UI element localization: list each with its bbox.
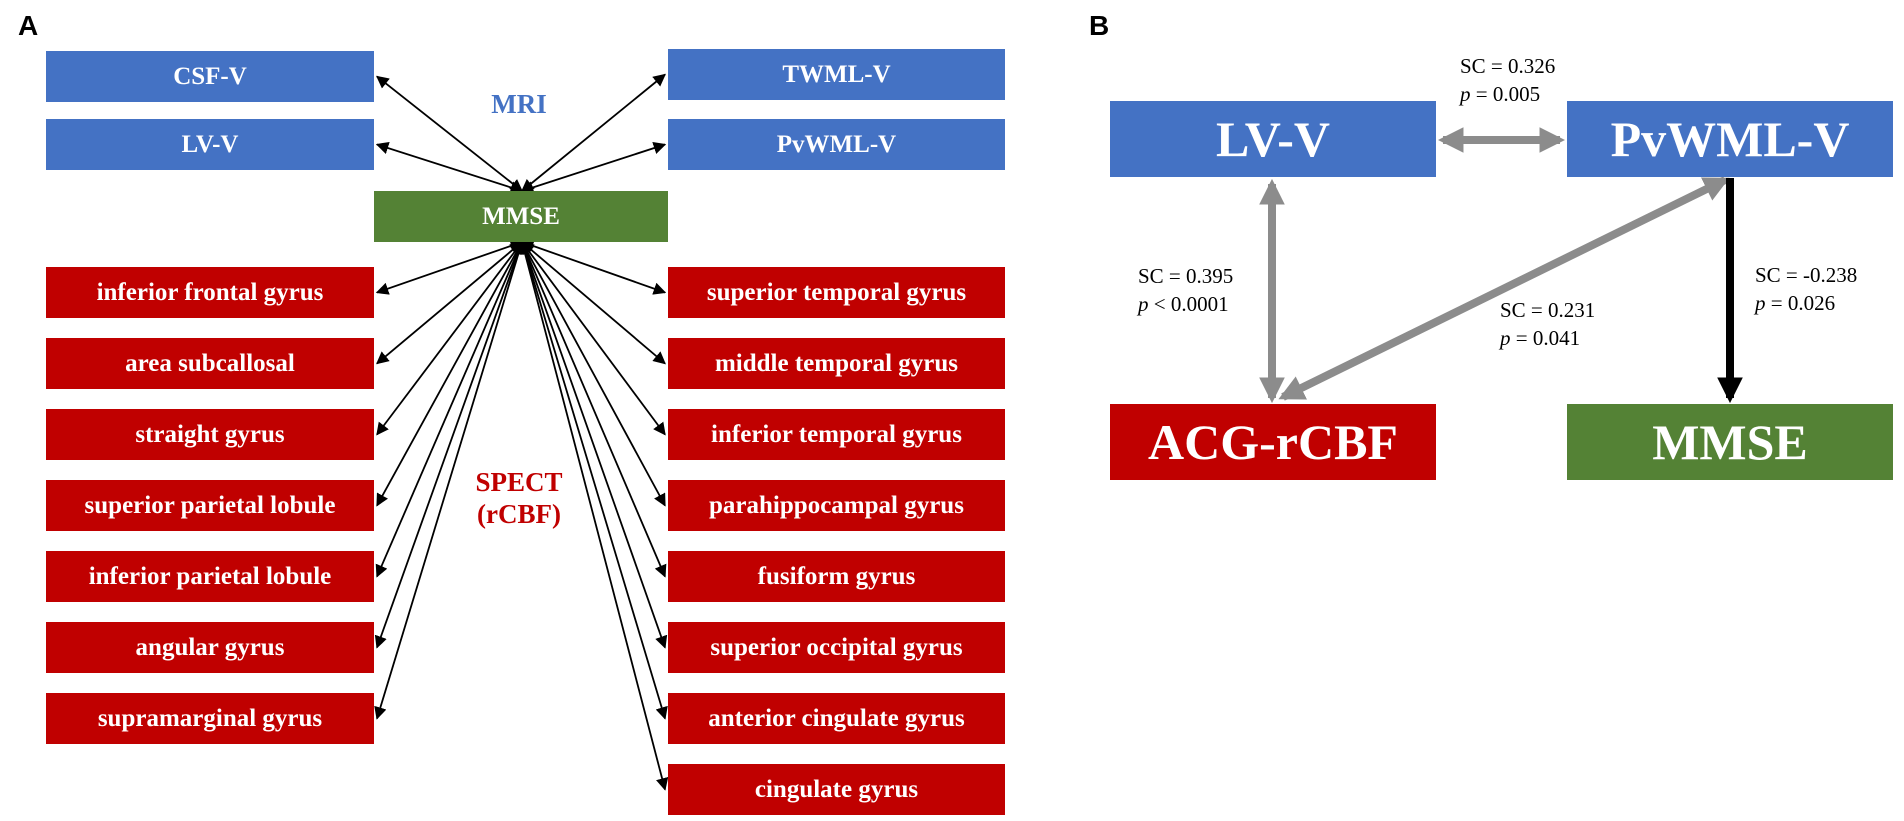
mmse-center-box: MMSE [374, 191, 668, 242]
node-acg-rcbf: ACG-rCBF [1110, 404, 1436, 480]
spect-group-label: SPECT (rCBF) [449, 466, 589, 530]
spect-box-right: inferior temporal gyrus [668, 409, 1005, 460]
stat-pvwml-mmse: SC = -0.238 p = 0.026 [1755, 261, 1857, 317]
arrow-spect [374, 240, 525, 720]
spect-label-line2: (rCBF) [477, 499, 561, 529]
spect-box-right: middle temporal gyrus [668, 338, 1005, 389]
p-value: p = 0.041 [1500, 326, 1581, 350]
spect-label-line1: SPECT [475, 467, 563, 497]
spect-box-right: parahippocampal gyrus [668, 480, 1005, 531]
panel-b-letter: B [1089, 10, 1110, 41]
spect-box-left: area subcallosal [46, 338, 374, 389]
spect-box-right: cingulate gyrus [668, 764, 1005, 815]
sc-value: SC = 0.231 [1500, 298, 1596, 322]
stat-lvv-pvwml: SC = 0.326 p = 0.005 [1460, 52, 1555, 108]
sc-value: SC = 0.395 [1138, 264, 1234, 288]
spect-box-left: angular gyrus [46, 622, 374, 673]
stat-pvwml-acg: SC = 0.231 p = 0.041 [1500, 296, 1595, 352]
mri-box-csf-v: CSF-V [46, 51, 374, 102]
mri-group-label: MRI [491, 89, 547, 119]
mri-box-lv-v: LV-V [46, 119, 374, 170]
arrow-spect [518, 240, 669, 791]
stat-lvv-acg: SC = 0.395 p < 0.0001 [1138, 262, 1233, 318]
spect-box-left: straight gyrus [46, 409, 374, 460]
spect-box-left: inferior parietal lobule [46, 551, 374, 602]
node-pvwml-v: PvWML-V [1567, 101, 1893, 177]
spect-box-right: superior occipital gyrus [668, 622, 1005, 673]
spect-box-right: fusiform gyrus [668, 551, 1005, 602]
spect-box-left: superior parietal lobule [46, 480, 374, 531]
p-value: p < 0.0001 [1138, 292, 1229, 316]
spect-box-left: inferior frontal gyrus [46, 267, 374, 318]
arrow-pvwml-acg [1278, 176, 1730, 401]
mri-box-twml-v: TWML-V [668, 49, 1005, 100]
mri-box-pvwml-v: PvWML-V [668, 119, 1005, 170]
node-lv-v: LV-V [1110, 101, 1436, 177]
arrow-mri [520, 142, 667, 194]
p-value: p = 0.005 [1460, 82, 1541, 106]
sc-value: SC = 0.326 [1460, 54, 1556, 78]
spect-box-right: anterior cingulate gyrus [668, 693, 1005, 744]
spect-box-right: superior temporal gyrus [668, 267, 1005, 318]
node-mmse: MMSE [1567, 404, 1893, 480]
p-value: p = 0.026 [1755, 291, 1836, 315]
arrow-mri [375, 141, 524, 194]
spect-box-left: supramarginal gyrus [46, 693, 374, 744]
panel-a-letter: A [18, 10, 39, 41]
sc-value: SC = -0.238 [1755, 263, 1858, 287]
